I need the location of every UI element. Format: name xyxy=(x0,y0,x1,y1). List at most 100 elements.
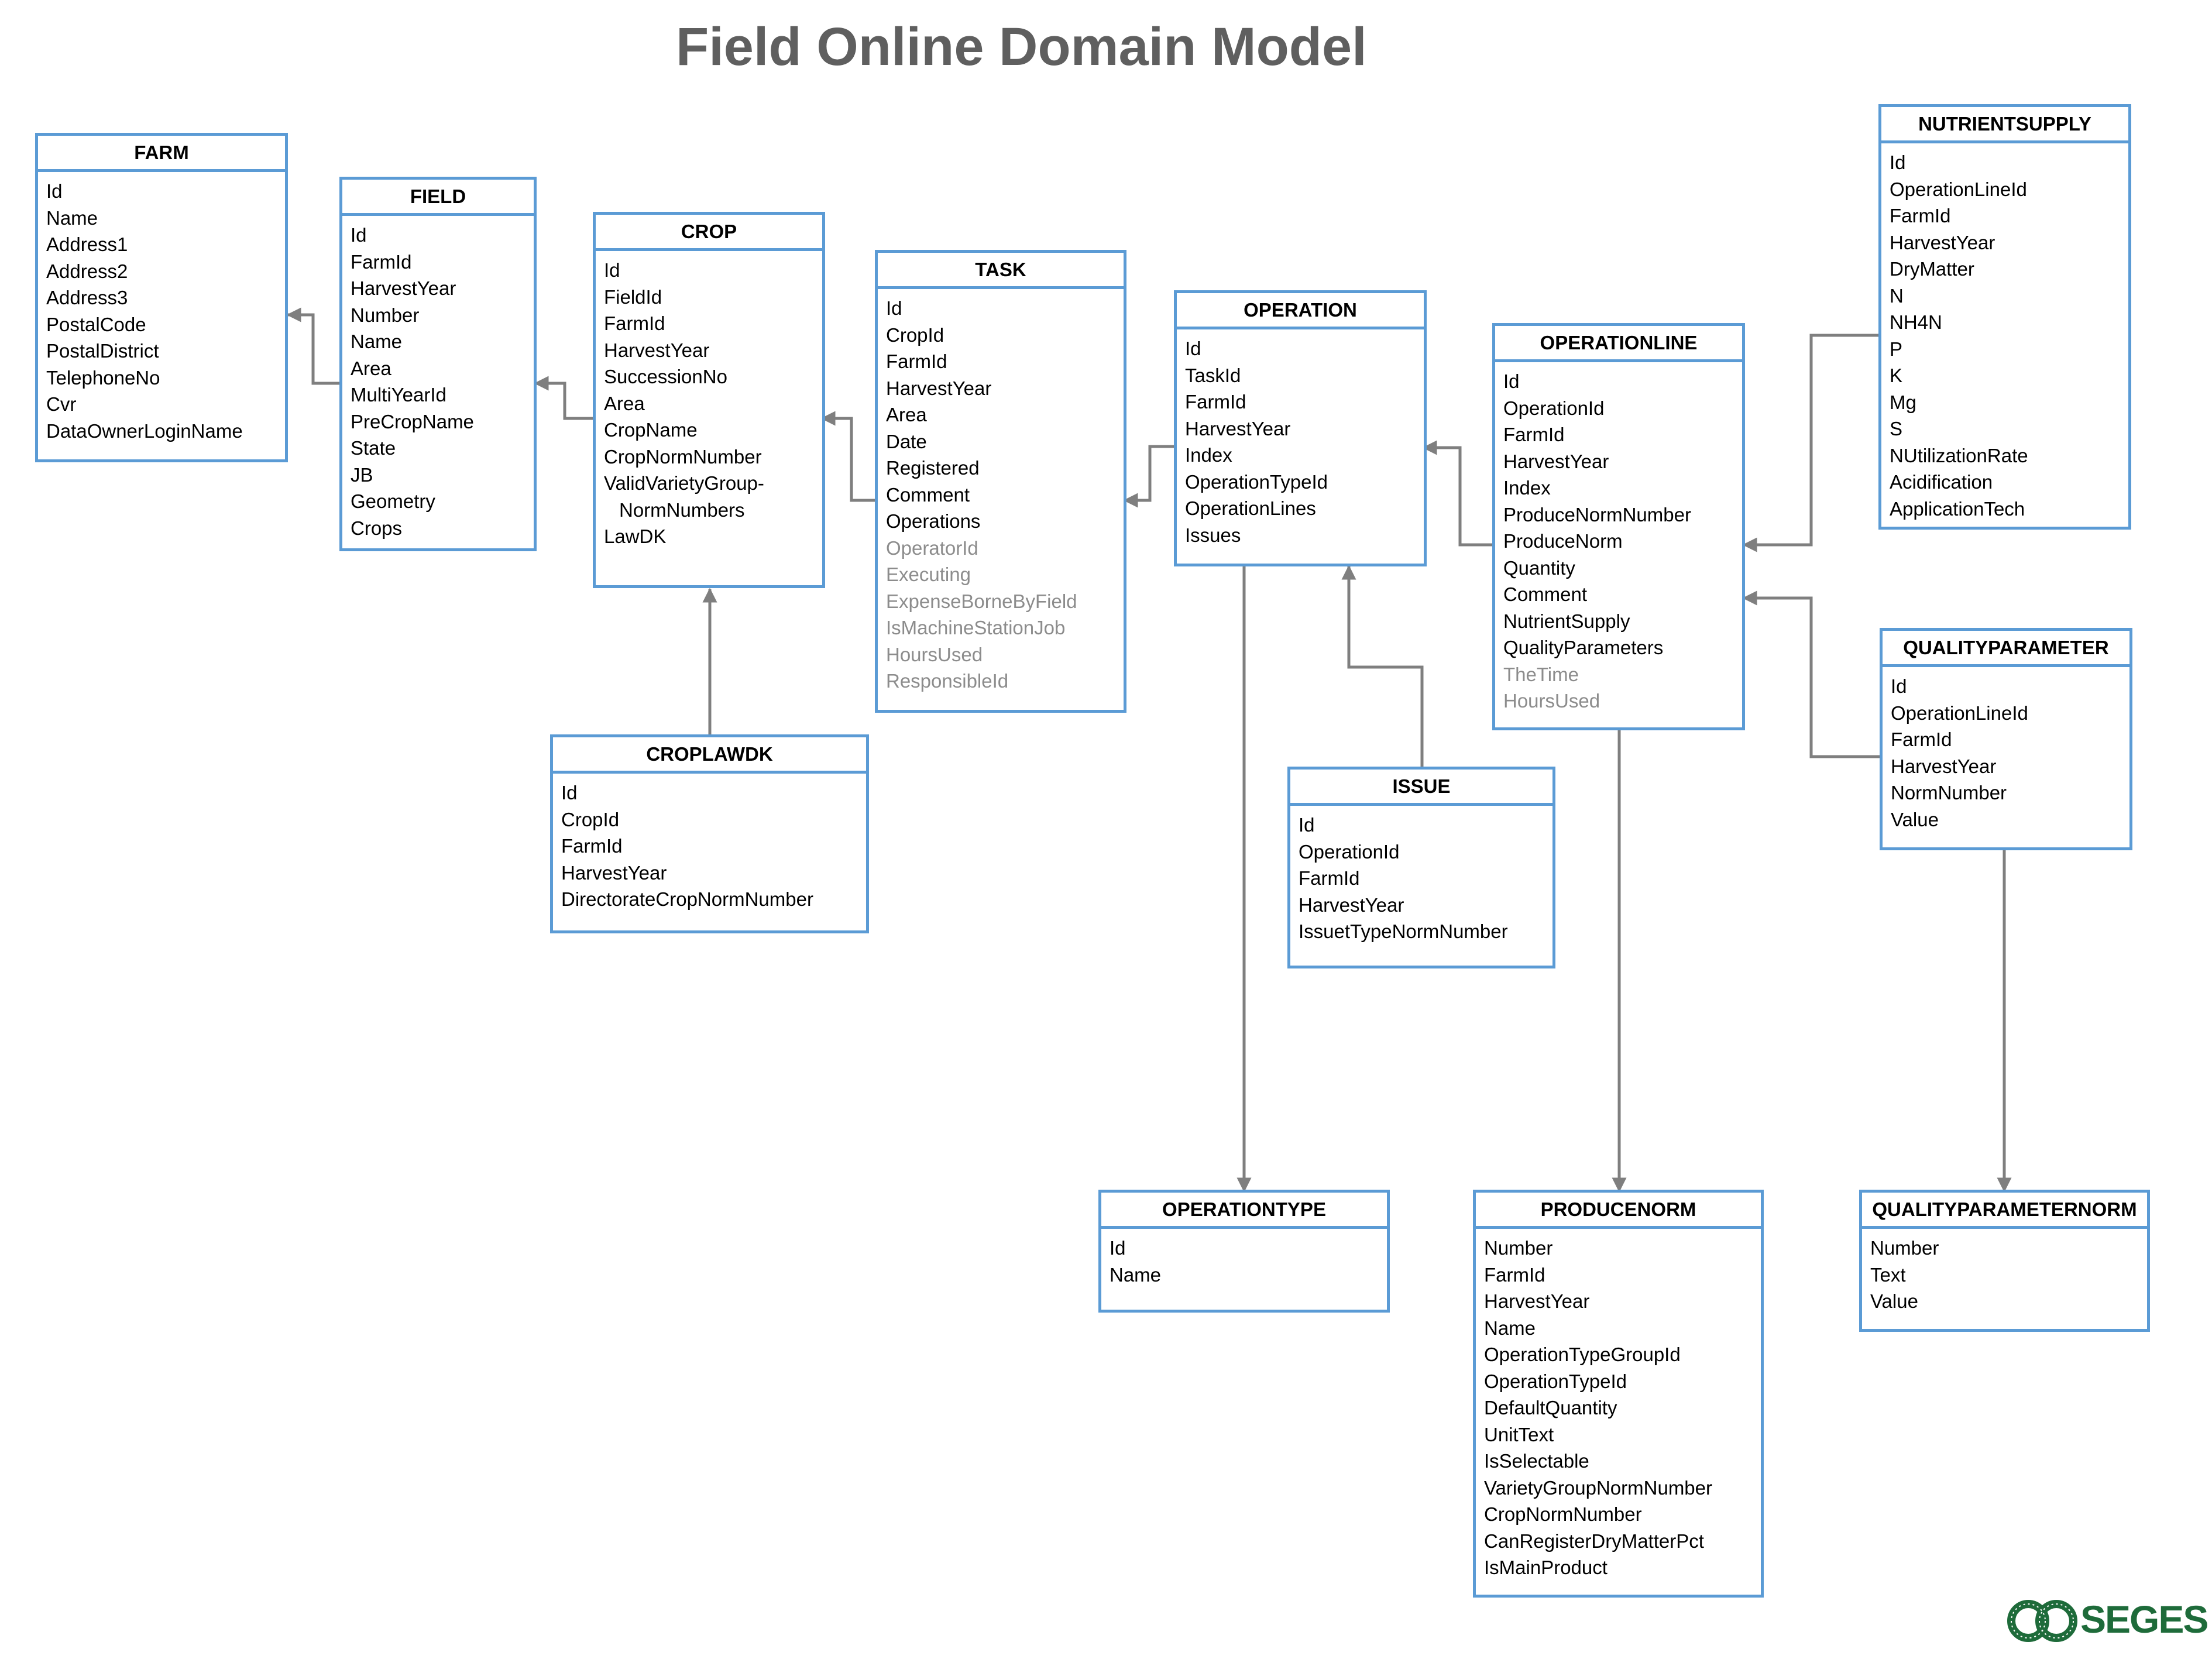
connector-issue-to-operation xyxy=(1341,565,1424,768)
entity-field: HarvestYear xyxy=(886,377,992,399)
entity-nutrientsupply[interactable]: NUTRIENTSUPPLY Id OperationLineId FarmId… xyxy=(1878,104,2131,530)
entity-field: OperationLines xyxy=(1185,497,1316,519)
entity-field: IssuetTypeNormNumber xyxy=(1299,920,1508,942)
entity-field: DryMatter xyxy=(1890,258,1974,280)
entity-field: HarvestYear xyxy=(1484,1290,1590,1312)
entity-header: QUALITYPARAMETER xyxy=(1883,631,2129,667)
entity-field: HarvestYear xyxy=(1890,231,1995,253)
entity-field: Number xyxy=(351,304,420,326)
entity-task[interactable]: TASK Id CropId FarmId HarvestYear Area D… xyxy=(875,250,1126,713)
entity-field: Name xyxy=(46,207,98,229)
entity-field: Area xyxy=(604,392,645,414)
entity-field: DefaultQuantity xyxy=(1484,1397,1617,1418)
entity-field: Address2 xyxy=(46,260,128,282)
entity-field: IsMainProduct xyxy=(1484,1557,1608,1578)
entity-header: OPERATION xyxy=(1177,293,1424,329)
entity-fields: Id OperationId FarmId HarvestYear Issuet… xyxy=(1290,806,1552,945)
entity-fields: Id CropId FarmId HarvestYear Area Date R… xyxy=(878,289,1124,695)
entity-field: Id xyxy=(1890,152,1906,173)
entity-field: OperationTypeId xyxy=(1185,470,1328,493)
entity-field: CropId xyxy=(561,808,620,830)
entity-field: CropId xyxy=(886,324,944,346)
entity-field: FarmId xyxy=(1299,867,1360,889)
entity-field: FieldId xyxy=(604,286,662,308)
logo-text: SEGES xyxy=(2080,1598,2208,1641)
entity-field: FarmId xyxy=(1503,424,1565,445)
entity-fields: Id FieldId FarmId HarvestYear Succession… xyxy=(596,251,822,550)
entity-field: Id xyxy=(561,782,578,803)
entity-operationtype[interactable]: OPERATIONTYPE Id Name xyxy=(1098,1190,1390,1313)
entity-croplawdk[interactable]: CROPLAWDK Id CropId FarmId HarvestYear D… xyxy=(550,734,869,933)
entity-crop[interactable]: CROP Id FieldId FarmId HarvestYear Succe… xyxy=(593,212,825,588)
entity-field: Id xyxy=(1185,338,1201,359)
entity-field: Address3 xyxy=(46,287,128,308)
entity-field: ProduceNormNumber xyxy=(1503,503,1691,525)
entity-qualityparameternorm[interactable]: QUALITYPARAMETERNORM Number Text Value xyxy=(1859,1190,2150,1332)
entity-field: Operations xyxy=(886,510,981,532)
entity-field: Value xyxy=(1891,808,1939,830)
entity-fields: Number Text Value xyxy=(1862,1229,2147,1315)
entity-field: Id xyxy=(604,259,620,281)
entity-field: HarvestYear xyxy=(1503,450,1609,472)
entity-field: P xyxy=(1890,338,1903,360)
entity-header: FARM xyxy=(38,136,285,172)
entity-producenorm[interactable]: PRODUCENORM Number FarmId HarvestYear Na… xyxy=(1473,1190,1764,1598)
entity-farm[interactable]: FARM Id Name Address1 Address2 Address3 … xyxy=(35,133,288,462)
entity-field: UnitText xyxy=(1484,1423,1554,1445)
entity-field: LawDK xyxy=(604,525,667,547)
entity-operation[interactable]: OPERATION Id TaskId FarmId HarvestYear I… xyxy=(1174,290,1427,566)
entity-field-secondary: HoursUsed xyxy=(1503,690,1600,712)
entity-field: SuccessionNo xyxy=(604,366,727,387)
entity-field: K xyxy=(1890,365,1903,386)
entity-field: Geometry xyxy=(351,490,435,512)
entity-field: QualityParameters xyxy=(1503,637,1664,658)
entity-field: ValidVarietyGroup- xyxy=(604,472,764,494)
entity-field: Address1 xyxy=(46,233,128,255)
entity-field: CropNormNumber xyxy=(1484,1503,1642,1525)
entity-field: Area xyxy=(886,404,927,425)
entity-field: Number xyxy=(1870,1237,1939,1259)
entity-field: Comment xyxy=(1503,583,1588,605)
entity-field: S xyxy=(1890,418,1903,439)
entity-field: Text xyxy=(1870,1263,1906,1286)
connector-operationline-to-operation xyxy=(1422,440,1494,547)
entity-field: Index xyxy=(1503,477,1551,499)
entity-field: Acidification xyxy=(1890,471,1993,493)
entity-field: Mg xyxy=(1890,391,1916,413)
entity-field: CropNormNumber xyxy=(604,445,762,468)
entity-field: FarmId xyxy=(886,351,947,372)
entity-fields: Id Name xyxy=(1101,1229,1387,1288)
entity-field: HarvestYear xyxy=(604,339,710,361)
entity-operationline[interactable]: OPERATIONLINE Id OperationId FarmId Harv… xyxy=(1492,323,1745,730)
entity-field: FarmId xyxy=(1891,729,1952,750)
entity-field: N xyxy=(1890,284,1904,307)
entity-qualityparameter[interactable]: QUALITYPARAMETER Id OperationLineId Farm… xyxy=(1880,628,2132,850)
entity-field: OperationTypeId xyxy=(1484,1370,1627,1392)
entity-field: OperationLineId xyxy=(1890,178,2027,200)
entity-field: Quantity xyxy=(1503,557,1575,579)
entity-header: TASK xyxy=(878,253,1124,289)
entity-header: OPERATIONTYPE xyxy=(1101,1193,1387,1229)
connector-crop-to-field xyxy=(534,376,594,420)
entity-field: ProduceNorm xyxy=(1503,530,1623,552)
entity-header: PRODUCENORM xyxy=(1476,1193,1761,1229)
entity-field[interactable]: FIELD Id FarmId HarvestYear Number Name … xyxy=(339,177,537,551)
entity-field: FarmId xyxy=(1185,391,1246,413)
entity-issue[interactable]: ISSUE Id OperationId FarmId HarvestYear … xyxy=(1287,767,1555,968)
entity-field: NormNumbers xyxy=(619,499,745,521)
entity-field: HarvestYear xyxy=(561,861,667,884)
entity-field: TelephoneNo xyxy=(46,366,160,389)
entity-field: MultiYearId xyxy=(351,384,446,406)
entity-field: ApplicationTech xyxy=(1890,497,2025,520)
entity-field: PostalCode xyxy=(46,313,146,335)
entity-header: CROP xyxy=(596,215,822,251)
connector-operation-to-task xyxy=(1123,445,1175,508)
entity-field: Id xyxy=(1110,1237,1126,1259)
entity-field-secondary: ExpenseBorneByField xyxy=(886,590,1077,612)
entity-fields: Number FarmId HarvestYear Name Operation… xyxy=(1476,1229,1761,1581)
seges-logo: SEGES xyxy=(2007,1595,2208,1647)
connector-nutrientsupply-to-operationline xyxy=(1742,334,1880,552)
entity-fields: Id OperationLineId FarmId HarvestYear No… xyxy=(1883,667,2129,833)
entity-field: IsSelectable xyxy=(1484,1450,1589,1472)
